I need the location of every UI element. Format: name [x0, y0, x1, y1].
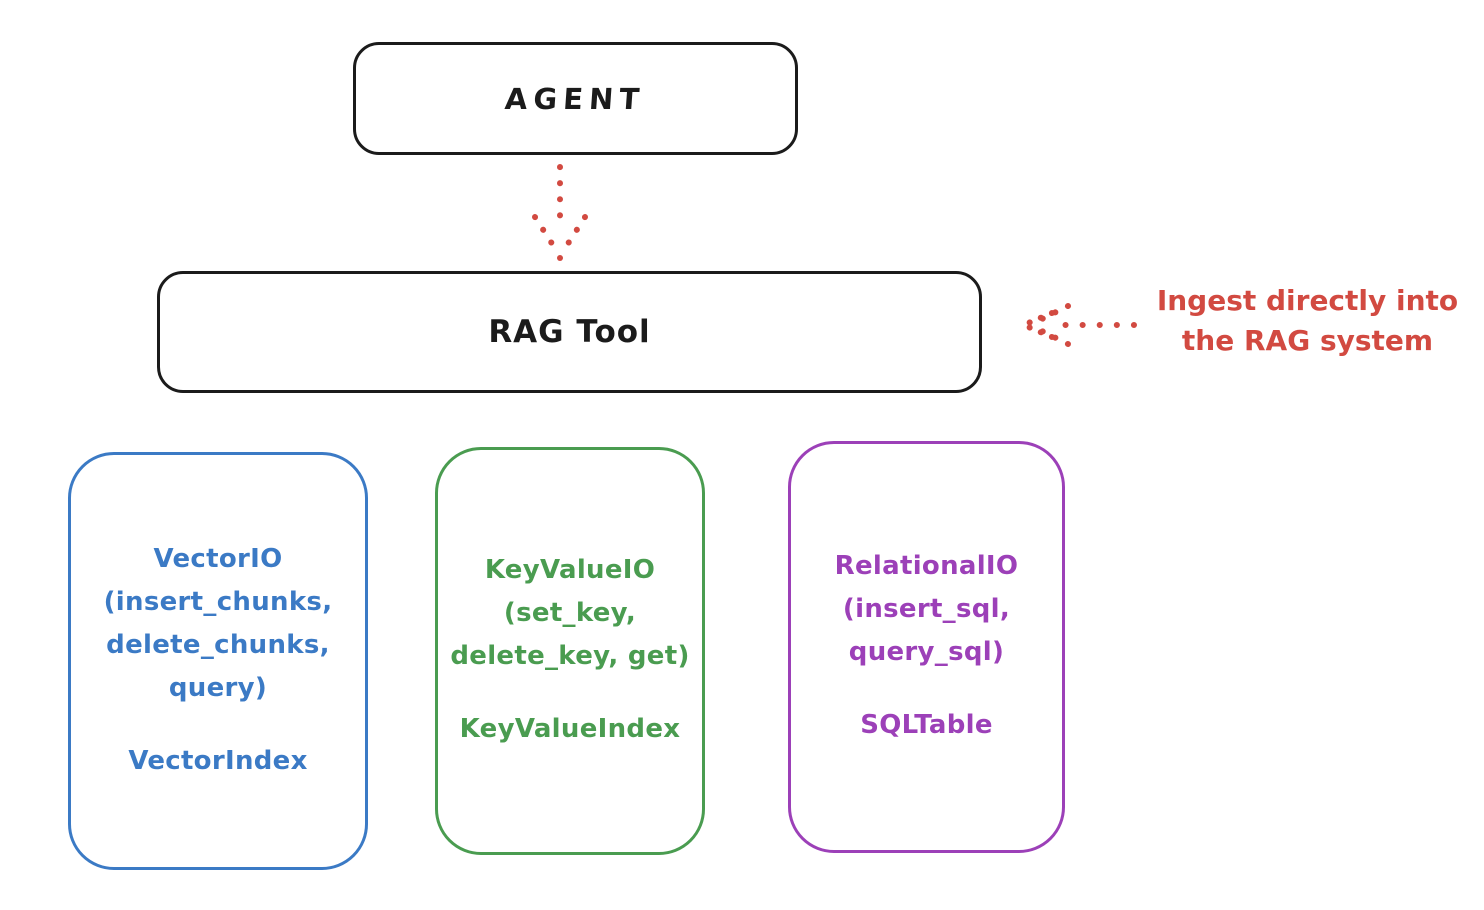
relational-io-node: RelationalIO (insert_sql, query_sql) SQL…: [788, 441, 1065, 853]
store-line: (insert_sql,: [842, 594, 1011, 624]
relational-io-text: RelationalIO (insert_sql, query_sql) SQL…: [791, 545, 1062, 747]
store-line: delete_key, get): [450, 641, 690, 671]
down-dotted-arrow-icon: [532, 164, 588, 261]
store-line: query_sql): [848, 637, 1005, 667]
keyvalue-index-label: KeyValueIndex: [459, 714, 681, 744]
spacer: [71, 710, 365, 740]
rag-tool-label: RAG Tool: [488, 314, 651, 350]
store-line: (insert_chunks,: [103, 587, 333, 617]
agent-label: AGENT: [504, 81, 647, 116]
vector-io-text: VectorIO (insert_chunks, delete_chunks, …: [71, 538, 365, 783]
ingest-annotation-line1: Ingest directly into: [1156, 284, 1459, 317]
rag-tool-node: RAG Tool: [157, 271, 982, 393]
keyvalue-io-text: KeyValueIO (set_key, delete_key, get) Ke…: [438, 549, 702, 751]
spacer: [791, 674, 1062, 704]
ingest-annotation-line2: the RAG system: [1181, 324, 1434, 357]
vector-index-label: VectorIndex: [128, 746, 308, 776]
spacer: [438, 678, 702, 708]
vector-io-node: VectorIO (insert_chunks, delete_chunks, …: [68, 452, 368, 870]
store-line: delete_chunks,: [106, 630, 330, 660]
left-dotted-arrow-icon: [1023, 303, 1137, 347]
store-line: query): [168, 673, 268, 703]
store-line: VectorIO: [153, 544, 283, 574]
keyvalue-io-node: KeyValueIO (set_key, delete_key, get) Ke…: [435, 447, 705, 855]
store-line: KeyValueIO: [484, 555, 656, 585]
store-line: (set_key,: [503, 598, 637, 628]
agent-node: AGENT: [353, 42, 798, 155]
store-line: RelationalIO: [834, 551, 1019, 581]
ingest-annotation: Ingest directly into the RAG system: [1135, 281, 1480, 361]
sql-table-label: SQLTable: [860, 710, 993, 740]
